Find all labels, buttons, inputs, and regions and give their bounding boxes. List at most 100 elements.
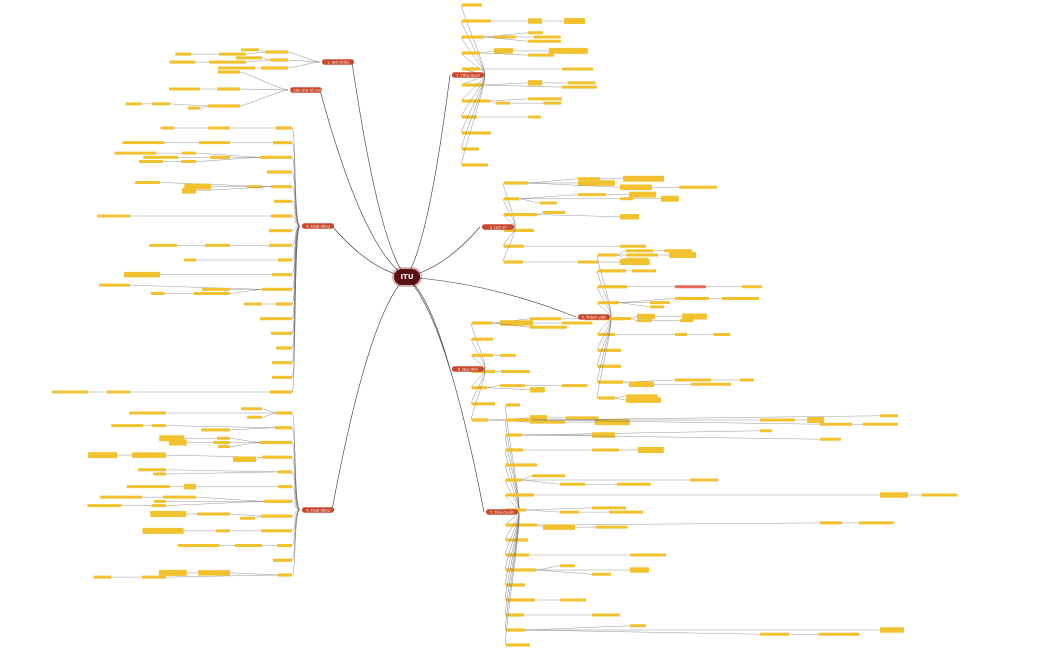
leaf-node — [818, 632, 860, 636]
leaf-node — [273, 141, 292, 145]
leaf-node — [188, 106, 200, 110]
leaf-node — [273, 558, 292, 562]
tree-connector — [195, 157, 261, 162]
tree-connector — [518, 198, 541, 204]
tree-connector — [535, 565, 561, 571]
leaf-node — [506, 568, 536, 572]
tree-connector — [489, 98, 529, 102]
leaf-node — [494, 35, 516, 39]
leaf-node — [528, 18, 542, 24]
tree-connector — [165, 469, 279, 473]
leaf-node — [620, 184, 652, 190]
leaf-node — [261, 529, 292, 533]
leaf-node — [637, 313, 655, 320]
leaf-node — [820, 521, 842, 525]
tree-connector — [521, 475, 533, 481]
tree-connector — [261, 408, 277, 414]
tree-connector — [291, 201, 301, 227]
branch-label: 4. Hoạt động — [306, 224, 329, 228]
tree-connector — [525, 507, 593, 511]
leaf-node — [578, 177, 600, 181]
leaf-node — [598, 301, 619, 305]
leaf-node — [241, 48, 259, 52]
tree-connector — [524, 625, 631, 631]
leaf-node — [506, 628, 525, 632]
tree-connector — [229, 438, 260, 443]
leaf-node — [218, 445, 230, 449]
leaf-node — [506, 613, 524, 617]
leaf-node — [209, 60, 246, 64]
leaf-node — [218, 66, 255, 70]
leaf-node — [142, 575, 166, 579]
leaf-node — [807, 417, 825, 423]
central-node[interactable]: ITU — [394, 269, 420, 285]
leaf-node — [560, 482, 585, 486]
leaf-node — [637, 447, 664, 453]
tree-connector — [536, 212, 544, 215]
leaf-node — [276, 411, 292, 415]
tree-connector — [479, 52, 529, 56]
leaf-node — [132, 452, 166, 458]
tree-connector — [461, 74, 485, 166]
leaf-node — [217, 436, 230, 440]
leaf-node — [820, 437, 841, 441]
leaf-node — [500, 384, 525, 388]
leaf-node — [277, 543, 292, 548]
leaf-node — [679, 185, 718, 189]
tree-connector — [291, 509, 301, 576]
leaf-node — [182, 188, 196, 194]
leaf-node — [272, 361, 292, 365]
leaf-node — [217, 87, 240, 91]
branch-connector — [405, 276, 451, 370]
leaf-node — [632, 269, 656, 273]
tree-connector — [287, 61, 321, 69]
leaf-node — [278, 258, 292, 262]
leaf-node — [626, 394, 658, 398]
tree-connector — [254, 515, 262, 519]
leaf-node — [182, 151, 196, 155]
leaf-node — [622, 175, 664, 182]
leaf-node — [150, 510, 187, 517]
leaf-node — [235, 544, 262, 548]
leaf-node — [760, 632, 789, 636]
leaf-node — [271, 185, 292, 189]
leaf-node — [506, 643, 530, 647]
tree-connector — [491, 322, 531, 328]
tree-connector — [287, 59, 321, 63]
leaf-node — [675, 296, 709, 300]
branch-node — [290, 87, 322, 93]
tree-connector — [521, 430, 761, 436]
leaf-node — [462, 115, 477, 119]
leaf-node — [578, 193, 606, 197]
leaf-node — [472, 418, 488, 422]
branch-node — [452, 72, 484, 78]
leaf-node — [504, 260, 523, 264]
leaf-node — [664, 249, 693, 253]
leaf-node — [650, 305, 664, 309]
tree-connector — [461, 74, 485, 118]
tree-connector — [521, 479, 561, 485]
leaf-node — [630, 624, 646, 628]
leaf-node — [682, 313, 708, 320]
leaf-node — [241, 407, 262, 411]
leaf-node — [528, 115, 541, 119]
leaf-node — [530, 387, 545, 393]
tree-connector — [261, 412, 277, 418]
leaf-node — [567, 81, 596, 85]
leaf-node — [198, 570, 230, 576]
tree-connector — [616, 250, 627, 256]
tree-connector — [287, 51, 321, 63]
leaf-node — [142, 527, 184, 534]
tree-connector — [165, 501, 265, 506]
leaf-node — [153, 472, 166, 476]
leaf-node — [152, 424, 166, 428]
leaf-node — [629, 381, 654, 387]
leaf-node — [213, 440, 230, 444]
tree-connector — [489, 100, 497, 104]
tree-connector — [291, 486, 301, 511]
leaf-node — [99, 283, 130, 287]
leaf-node — [592, 506, 626, 510]
leaf-node — [592, 432, 615, 438]
leaf-node — [184, 483, 196, 490]
